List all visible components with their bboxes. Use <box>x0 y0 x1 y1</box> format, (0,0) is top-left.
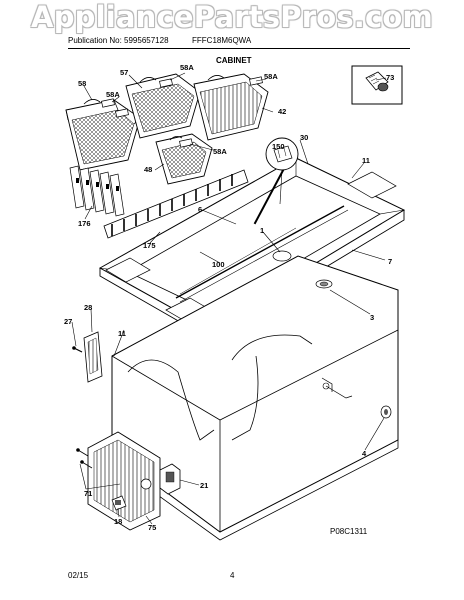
basket-58 <box>65 99 141 171</box>
callout-28: 28 <box>84 303 92 312</box>
part-150-detail <box>265 137 299 171</box>
part-18-grommet <box>111 495 127 511</box>
basket-57 <box>125 73 201 139</box>
publication-number: Publication No: 5995657128 <box>68 36 169 45</box>
callout-21: 21 <box>200 481 208 490</box>
callout-6: 6 <box>198 205 202 214</box>
callout-58a-top: 58A <box>180 63 194 72</box>
part-4-foot <box>380 405 392 419</box>
part-21-control <box>159 463 181 495</box>
part-27-screw <box>72 346 83 353</box>
callout-18: 18 <box>114 517 122 526</box>
part-3-bumper <box>315 279 333 289</box>
callout-58a-left: 58A <box>106 90 120 99</box>
callout-42: 42 <box>278 107 286 116</box>
callout-150: 150 <box>272 142 285 151</box>
callout-176: 176 <box>78 219 91 228</box>
callout-48: 48 <box>144 165 152 174</box>
callout-58: 58 <box>78 79 86 88</box>
callout-73: 73 <box>386 73 394 82</box>
footer-date: 02/15 <box>68 571 89 580</box>
callout-175: 175 <box>143 241 156 250</box>
page-number: 4 <box>230 571 235 580</box>
section-title: CABINET <box>216 56 252 65</box>
callout-11-top: 11 <box>362 156 370 165</box>
callout-1: 1 <box>260 226 264 235</box>
callout-3: 3 <box>370 313 374 322</box>
callout-7: 7 <box>388 257 392 266</box>
divider-strip-175 <box>103 169 249 239</box>
callout-57: 57 <box>120 68 128 77</box>
leader-lines <box>71 72 387 525</box>
dividers-176 <box>69 165 125 217</box>
callout-58a-mid: 58A <box>213 147 227 156</box>
part-71-screws <box>76 448 93 469</box>
basket-48 <box>155 133 213 185</box>
clips-58a <box>101 76 263 148</box>
diagram-code: P08C1311 <box>330 527 368 536</box>
callout-100: 100 <box>212 260 225 269</box>
callout-30: 30 <box>300 133 308 142</box>
callout-71: 71 <box>84 489 92 498</box>
watermark: AppliancePartsPros.com <box>31 0 433 34</box>
plug-icon <box>365 71 389 92</box>
part-75-vent-panel <box>87 431 161 531</box>
basket-42 <box>193 73 269 141</box>
cabinet-body <box>111 255 399 541</box>
callout-11-left: 11 <box>118 329 126 338</box>
model-number: FFFC18M6QWA <box>192 36 252 45</box>
part-73-box <box>351 65 403 105</box>
callout-4: 4 <box>362 449 367 458</box>
callout-58a-right: 58A <box>264 72 278 81</box>
header-rule <box>68 48 410 49</box>
lid-frame <box>98 157 406 339</box>
part-28-hinge <box>83 331 103 383</box>
callout-75: 75 <box>148 523 156 532</box>
callout-27: 27 <box>64 317 72 326</box>
